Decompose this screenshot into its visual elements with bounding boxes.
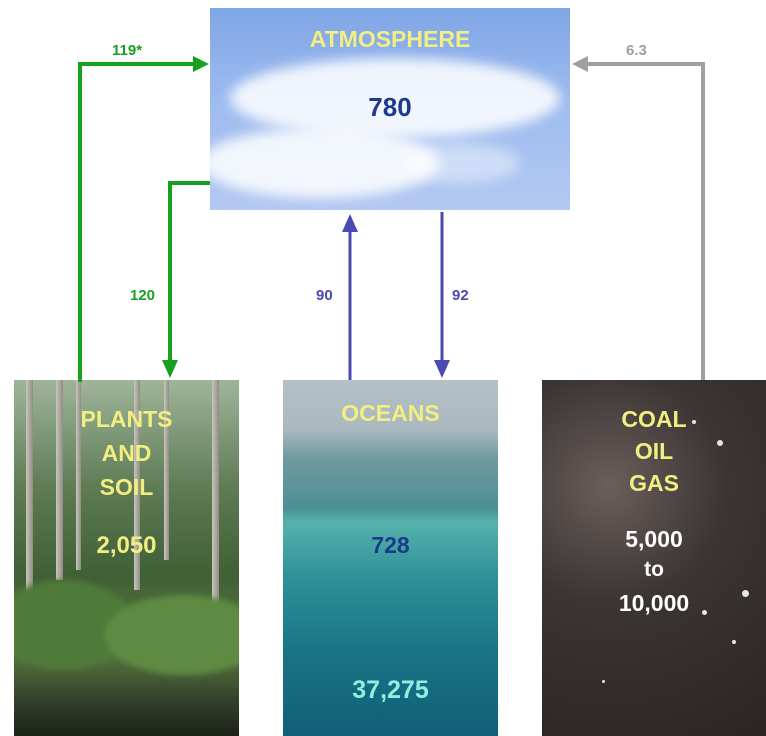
fossil-label-line-3: GAS xyxy=(629,470,679,496)
flow-label-plants-to-atmosphere: 119* xyxy=(112,42,143,59)
flow-label-fossil-to-atmosphere: 6.3 xyxy=(626,42,647,59)
flow-label-atmosphere-to-plants: 120 xyxy=(130,287,156,304)
plants-value: 2,050 xyxy=(96,532,157,559)
plants-soil-reservoir: PLANTS AND SOIL 2,050 xyxy=(14,380,239,736)
oceans-reservoir: OCEANS 728 37,275 xyxy=(283,380,498,736)
plants-to-atmosphere-arrowhead xyxy=(193,56,209,72)
atmosphere-to-ocean-arrowhead xyxy=(434,360,450,378)
atmosphere-title: ATMOSPHERE xyxy=(309,26,471,52)
ocean-to-atmosphere-arrowhead xyxy=(342,214,358,232)
ocean-deep-value: 37,275 xyxy=(352,676,429,704)
fossil-label-line-1: COAL xyxy=(621,406,687,432)
ocean-surface-value: 728 xyxy=(371,532,410,558)
flow-label-atmosphere-to-ocean: 92 xyxy=(452,287,469,304)
fossil-label-line-2: OIL xyxy=(634,438,674,464)
fossil-value-line-3: 10,000 xyxy=(618,590,690,616)
plants-label-line-2: AND xyxy=(101,440,152,466)
fossil-value-line-2: to xyxy=(644,558,664,581)
flow-label-ocean-to-atmosphere: 90 xyxy=(316,287,333,304)
atmosphere-to-plants-arrowhead xyxy=(162,360,178,378)
fossil-fuel-reservoir: COAL OIL GAS 5,000 to 10,000 xyxy=(542,380,766,736)
fossil-to-atmosphere-arrowhead xyxy=(572,56,588,72)
atmosphere-reservoir: ATMOSPHERE 780 xyxy=(210,8,570,210)
fossil-to-atmosphere-arrow xyxy=(588,62,705,380)
atmosphere-value: 780 xyxy=(368,92,412,122)
oceans-title: OCEANS xyxy=(341,400,440,426)
fossil-value-line-1: 5,000 xyxy=(625,526,683,552)
plants-to-atmosphere-arrow xyxy=(78,62,196,382)
atmosphere-to-plants-arrow xyxy=(168,181,210,362)
plants-label-line-3: SOIL xyxy=(99,474,154,500)
plants-label-line-1: PLANTS xyxy=(80,406,173,432)
